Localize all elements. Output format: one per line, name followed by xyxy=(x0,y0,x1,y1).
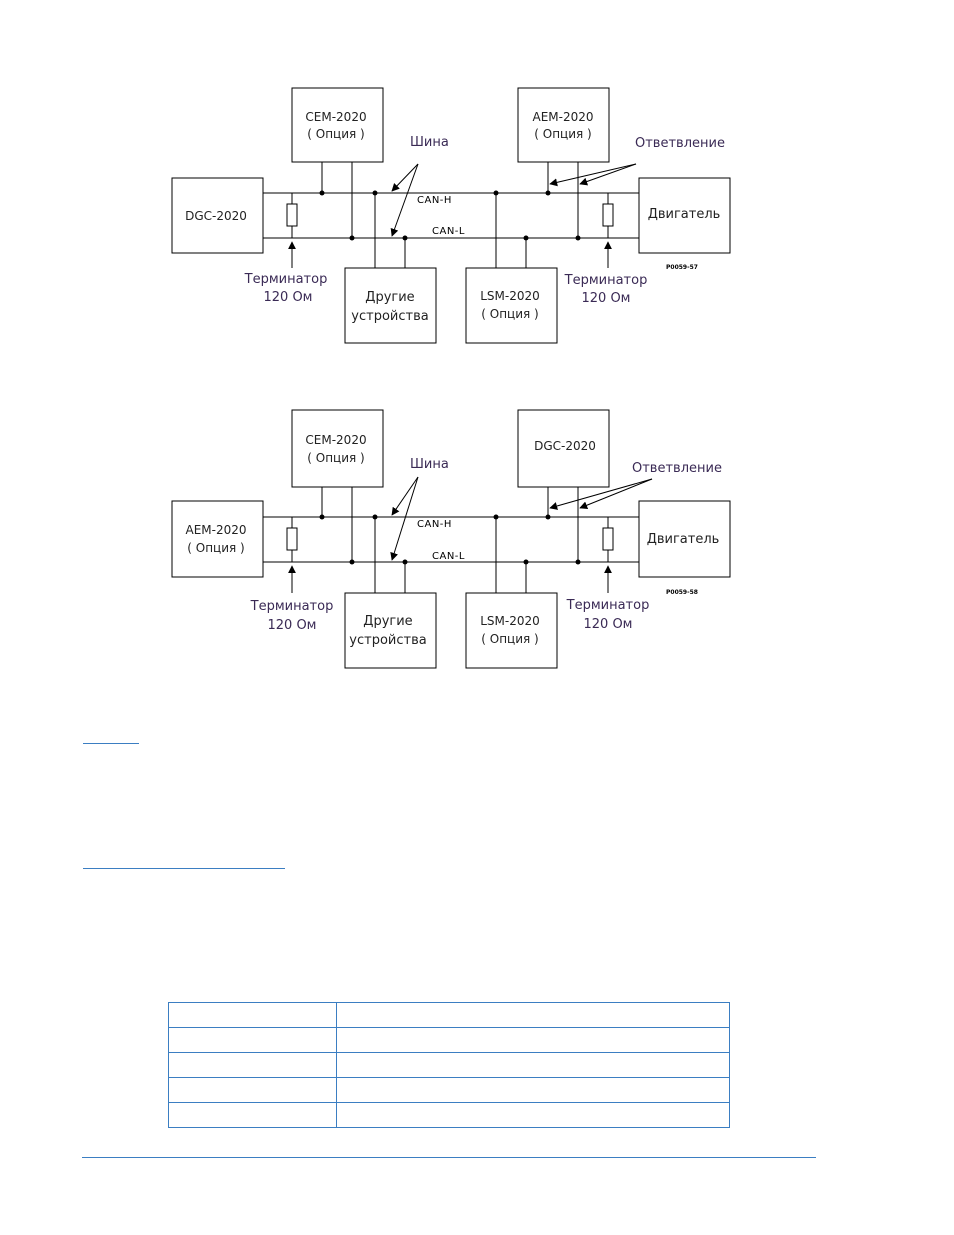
table-row xyxy=(168,1052,730,1078)
engine-label: Двигатель xyxy=(647,532,720,547)
table-cell xyxy=(336,1077,730,1103)
terminator-right-resistor xyxy=(602,203,614,227)
aem-label: AEM-2020 xyxy=(185,523,246,537)
terminator-right-label-1: Терминатор xyxy=(564,273,648,288)
table-cell xyxy=(168,1027,337,1053)
link-underline-short[interactable] xyxy=(83,743,139,744)
terminator-left-resistor xyxy=(286,203,298,227)
table-row xyxy=(168,1077,730,1103)
table-row xyxy=(168,1102,730,1128)
engine-box xyxy=(638,500,731,578)
branch-label: Ответвление xyxy=(635,136,725,151)
table-cell xyxy=(336,1102,730,1128)
cem-label: CEM-2020 xyxy=(305,110,366,124)
terminator-left-resistor xyxy=(286,527,298,551)
dgc-box xyxy=(171,177,264,254)
terminator-left-label-2: 120 Ом xyxy=(268,618,317,633)
aem-label: AEM-2020 xyxy=(532,110,593,124)
other-devices-label-2: устройства xyxy=(351,309,428,324)
engine-box xyxy=(638,177,731,254)
diagram-2-svg: AEM-2020 ( Опция ) CEM-2020 ( Опция ) DG… xyxy=(171,409,731,669)
diagram-1-svg: DGC-2020 CEM-2020 ( Опция ) AEM-2020 ( О… xyxy=(171,87,731,344)
figure-code: P0059-57 xyxy=(666,264,698,271)
terminator-right-label-2: 120 Ом xyxy=(584,617,633,632)
engine-label: Двигатель xyxy=(648,207,721,222)
lsm-label: LSM-2020 xyxy=(480,289,540,303)
cem-box xyxy=(291,409,384,488)
bus-label: Шина xyxy=(410,457,449,472)
table-cell xyxy=(336,1027,730,1053)
table-row xyxy=(168,1002,730,1028)
dgc-label: DGC-2020 xyxy=(185,209,247,223)
link-underline-long[interactable] xyxy=(83,868,285,869)
table-cell xyxy=(168,1052,337,1078)
terminator-left-label-2: 120 Ом xyxy=(264,290,313,305)
figure-code: P0059-58 xyxy=(666,589,698,596)
other-devices-box xyxy=(344,592,437,669)
can-bus-diagram-2: AEM-2020 ( Опция ) CEM-2020 ( Опция ) DG… xyxy=(0,395,954,695)
blank-table xyxy=(168,1002,730,1128)
cem-label: CEM-2020 xyxy=(305,433,366,447)
cem-box xyxy=(291,87,384,163)
table-cell xyxy=(168,1002,337,1028)
other-devices-label-2: устройства xyxy=(349,633,426,648)
lsm-label: LSM-2020 xyxy=(480,614,540,628)
other-devices-box xyxy=(344,267,437,344)
can-h-label: CAN-H xyxy=(417,519,452,530)
dgc-label: DGC-2020 xyxy=(534,439,596,453)
table-cell xyxy=(336,1002,730,1028)
aem-option-label: ( Опция ) xyxy=(534,127,591,141)
footer-divider xyxy=(82,1157,816,1158)
dgc-box xyxy=(517,409,610,488)
terminator-right-label-2: 120 Ом xyxy=(582,291,631,306)
table-row xyxy=(168,1027,730,1053)
terminator-left-label-1: Терминатор xyxy=(244,272,328,287)
aem-box xyxy=(517,87,610,163)
can-l-label: CAN-L xyxy=(432,226,465,237)
can-l-label: CAN-L xyxy=(432,551,465,562)
aem-box xyxy=(171,500,264,578)
terminator-left-label-1: Терминатор xyxy=(250,599,334,614)
can-bus-diagram-1: DGC-2020 CEM-2020 ( Опция ) AEM-2020 ( О… xyxy=(0,70,954,370)
other-devices-label-1: Другие xyxy=(363,614,412,629)
table-cell xyxy=(168,1102,337,1128)
table-cell xyxy=(336,1052,730,1078)
lsm-box xyxy=(465,267,558,344)
lsm-box xyxy=(465,592,558,669)
cem-option-label: ( Опция ) xyxy=(307,451,364,465)
terminator-right-resistor xyxy=(602,527,614,551)
bus-label: Шина xyxy=(410,135,449,150)
can-h-label: CAN-H xyxy=(417,195,452,206)
lsm-option-label: ( Опция ) xyxy=(481,307,538,321)
branch-label: Ответвление xyxy=(632,461,722,476)
other-devices-label-1: Другие xyxy=(365,290,414,305)
lsm-option-label: ( Опция ) xyxy=(481,632,538,646)
cem-option-label: ( Опция ) xyxy=(307,127,364,141)
table-cell xyxy=(168,1077,337,1103)
terminator-right-label-1: Терминатор xyxy=(566,598,650,613)
aem-option-label: ( Опция ) xyxy=(187,541,244,555)
